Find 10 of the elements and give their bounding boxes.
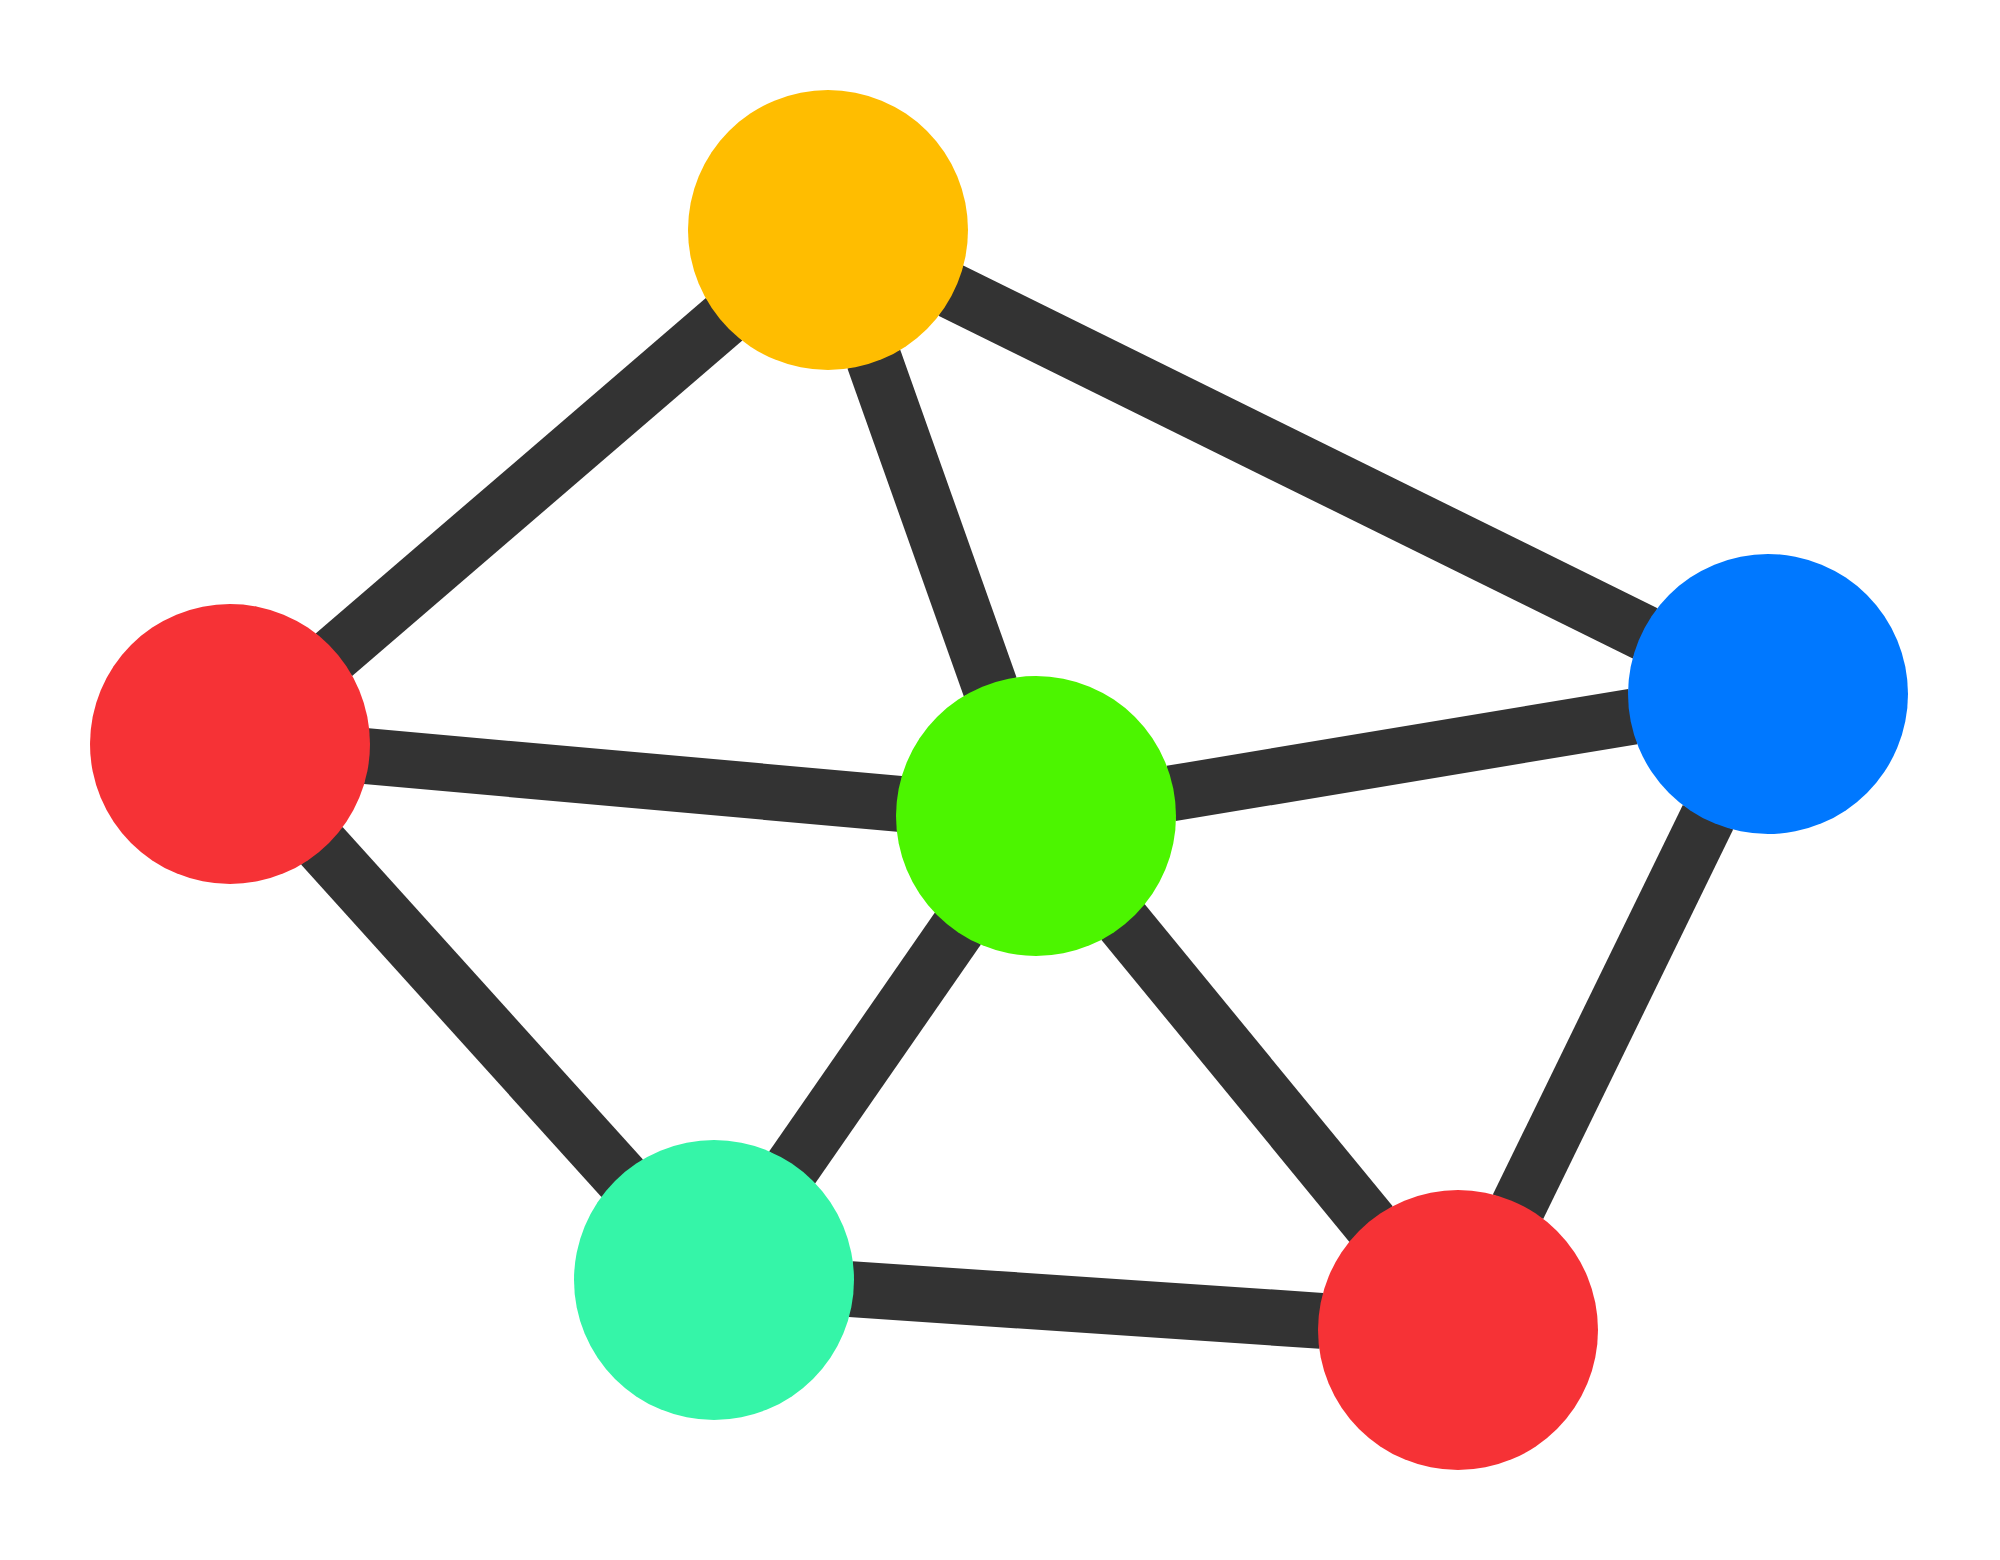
connector-line: [1101, 904, 1393, 1242]
connector-line: [938, 265, 1658, 659]
connector-line: [1492, 804, 1734, 1220]
connector-line: [1166, 688, 1638, 822]
connector-line: [847, 349, 1017, 697]
connector-line: [363, 728, 903, 832]
connector-line: [848, 1261, 1324, 1349]
connector-line: [769, 912, 981, 1184]
connector-line: [315, 298, 743, 676]
connector-line: [301, 826, 643, 1198]
